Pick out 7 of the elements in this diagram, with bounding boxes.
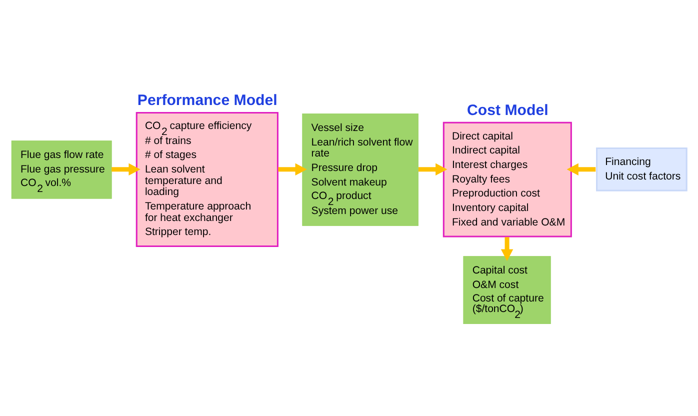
arrow bbox=[566, 163, 596, 176]
arrow bbox=[112, 163, 140, 176]
arrow bbox=[278, 163, 307, 176]
node-label: Performance Model bbox=[137, 92, 278, 110]
arrow bbox=[418, 163, 448, 176]
node-label: Cost Model bbox=[467, 102, 548, 120]
arrow bbox=[500, 237, 514, 261]
